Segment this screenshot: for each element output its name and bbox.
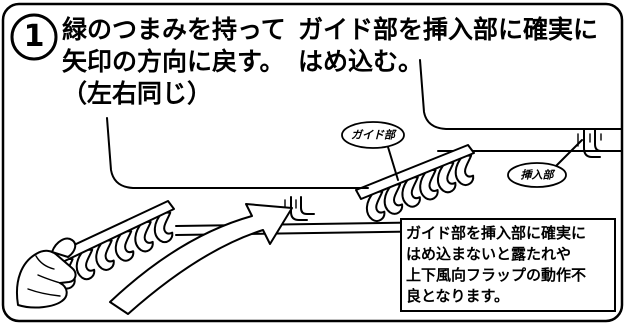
step-number-circle — [10, 13, 58, 61]
flap-vane — [95, 239, 115, 271]
guide-part-callout-bubble — [341, 121, 405, 149]
flap-vane — [75, 248, 96, 281]
clip-hook — [290, 196, 308, 221]
guide-part-callout-label: ガイド部 — [351, 129, 397, 142]
instruction-right-line: ガイド部を挿入部に確実に — [298, 15, 599, 44]
flap-bar-right — [355, 144, 475, 200]
return-arrow — [109, 203, 293, 315]
step-number: 1 — [23, 19, 45, 54]
flap-vane — [401, 176, 421, 208]
flap-vane — [419, 169, 439, 201]
insertion-part-leader-line — [555, 139, 583, 167]
left-unit-body-outline — [106, 117, 369, 189]
hand-finger-lines — [27, 255, 61, 297]
flap-vane — [114, 230, 135, 262]
insertion-part-callout-label: 挿入部 — [521, 169, 556, 182]
hand-thumb — [51, 237, 77, 258]
clip-hook — [300, 196, 315, 215]
flap-vane — [134, 220, 154, 253]
insertion-clip-right — [577, 129, 609, 158]
flap-vane — [365, 190, 386, 223]
hand-illustration — [16, 237, 77, 309]
instruction-left-line: （左右同じ） — [62, 79, 213, 108]
warning-line: ガイド部を挿入部に確実に — [406, 224, 587, 242]
clip-hook — [583, 129, 601, 158]
guide-part-leader-line — [387, 146, 399, 181]
instruction-left-line: 矢印の方向に戻す。 — [62, 47, 285, 76]
instruction-left: 緑のつまみを持って 矢印の方向に戻す。 （左右同じ） — [62, 14, 286, 110]
flap-vanes-right — [365, 154, 475, 223]
warning-line: 上下風向フラップの動作不 — [406, 266, 587, 284]
flap-vane — [383, 183, 404, 215]
right-unit-body-outline — [419, 59, 622, 130]
flap-vane — [454, 154, 475, 187]
instruction-right: ガイド部を挿入部に確実に はめ込む。 — [298, 14, 598, 78]
hand-palm — [16, 249, 77, 309]
insertion-part-callout-bubble — [507, 162, 567, 188]
instruction-left-line: 緑のつまみを持って — [62, 15, 286, 44]
instruction-right-line: はめ込む。 — [298, 47, 424, 76]
flap-vane — [436, 161, 457, 194]
warning-line: はめ込まないと露たれや — [406, 245, 572, 263]
warning-line: 良となります。 — [406, 287, 510, 305]
flap-vane — [153, 211, 174, 244]
warning-note-box: ガイド部を挿入部に確実に はめ込まないと露たれや 上下風向フラップの動作不 良と… — [400, 218, 616, 312]
clip-hook — [594, 129, 609, 152]
